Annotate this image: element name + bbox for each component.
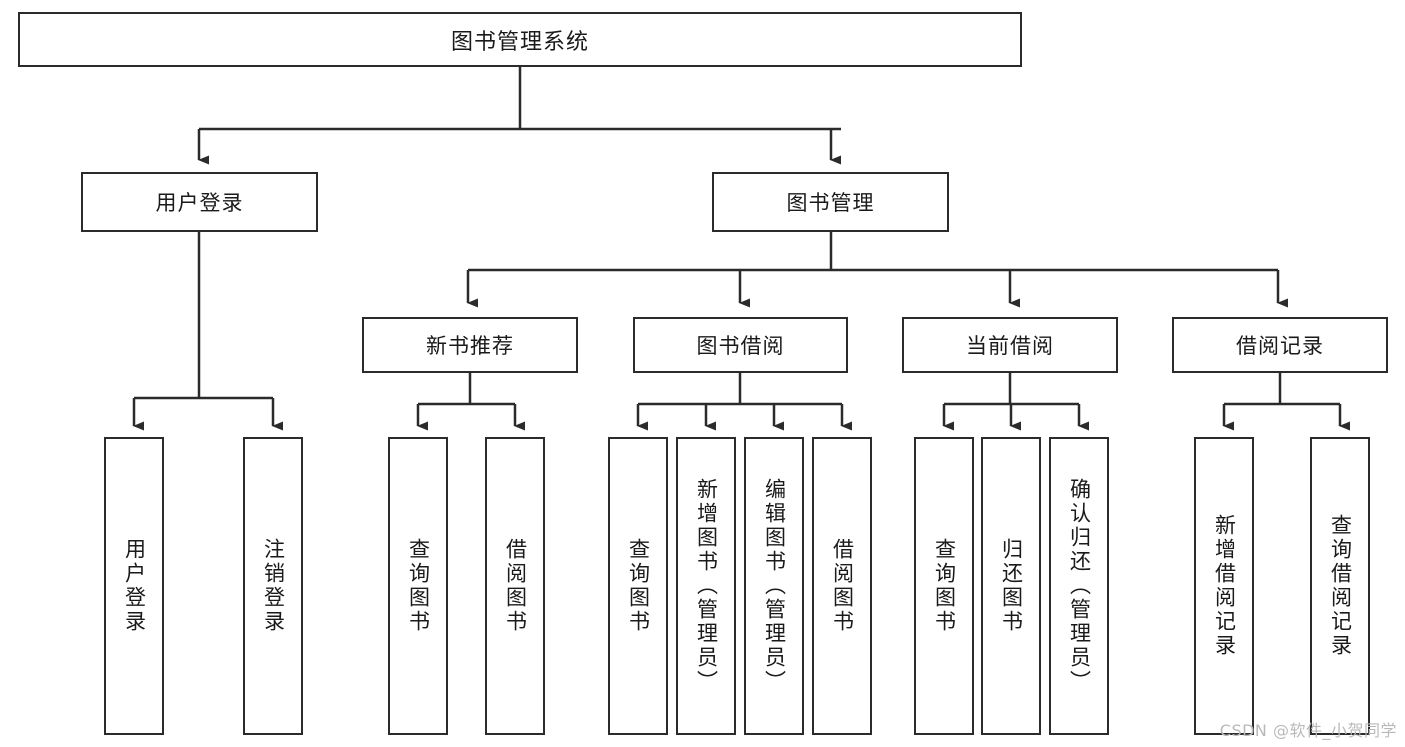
leaf-borrow-search-book[interactable]: 查询图书 xyxy=(608,437,668,735)
leaf-borrow-add-book-admin[interactable]: 新增图书（管理员） xyxy=(676,437,736,735)
node-user-login-label: 用户登录 xyxy=(155,191,244,215)
node-current-borrow-label: 当前借阅 xyxy=(966,334,1054,358)
leaf-new-book-borrow[interactable]: 借阅图书 xyxy=(485,437,545,735)
leaf-user-login-signout[interactable]: 注销登录 xyxy=(243,437,303,735)
leaf-current-confirm-return-admin-label: 确认归还（管理员） xyxy=(1067,478,1092,694)
leaf-new-book-search-label: 查询图书 xyxy=(406,538,431,634)
leaf-records-search-record-label: 查询借阅记录 xyxy=(1328,514,1353,658)
leaf-borrow-edit-book-admin-label: 编辑图书（管理员） xyxy=(762,478,787,694)
leaf-records-add-record-label: 新增借阅记录 xyxy=(1212,514,1237,658)
leaf-borrow-search-book-label: 查询图书 xyxy=(626,538,651,634)
leaf-records-add-record[interactable]: 新增借阅记录 xyxy=(1194,437,1254,735)
leaf-user-login-signin-label: 用户登录 xyxy=(122,538,147,634)
leaf-current-search-book[interactable]: 查询图书 xyxy=(914,437,974,735)
leaf-borrow-add-book-admin-label: 新增图书（管理员） xyxy=(694,478,719,694)
leaf-current-confirm-return-admin[interactable]: 确认归还（管理员） xyxy=(1049,437,1109,735)
node-book-borrow[interactable]: 图书借阅 xyxy=(633,317,848,373)
node-root-label: 图书管理系统 xyxy=(450,29,589,55)
node-current-borrow[interactable]: 当前借阅 xyxy=(902,317,1118,373)
leaf-user-login-signin[interactable]: 用户登录 xyxy=(104,437,164,735)
leaf-new-book-borrow-label: 借阅图书 xyxy=(503,538,528,634)
node-borrow-records-label: 借阅记录 xyxy=(1236,334,1324,358)
node-new-book-recommend-label: 新书推荐 xyxy=(426,334,514,358)
leaf-current-return-book[interactable]: 归还图书 xyxy=(981,437,1041,735)
leaf-current-search-book-label: 查询图书 xyxy=(932,538,957,634)
leaf-current-return-book-label: 归还图书 xyxy=(999,538,1024,634)
node-book-management-label: 图书管理 xyxy=(786,191,875,215)
node-new-book-recommend[interactable]: 新书推荐 xyxy=(362,317,578,373)
leaf-borrow-edit-book-admin[interactable]: 编辑图书（管理员） xyxy=(744,437,804,735)
leaf-borrow-borrow-book-label: 借阅图书 xyxy=(830,538,855,634)
node-book-management[interactable]: 图书管理 xyxy=(712,172,949,232)
node-root[interactable]: 图书管理系统 xyxy=(18,12,1022,67)
node-book-borrow-label: 图书借阅 xyxy=(696,334,785,358)
leaf-new-book-search[interactable]: 查询图书 xyxy=(388,437,448,735)
node-user-login[interactable]: 用户登录 xyxy=(81,172,318,232)
leaf-borrow-borrow-book[interactable]: 借阅图书 xyxy=(812,437,872,735)
node-borrow-records[interactable]: 借阅记录 xyxy=(1172,317,1388,373)
leaf-user-login-signout-label: 注销登录 xyxy=(261,538,286,634)
leaf-records-search-record[interactable]: 查询借阅记录 xyxy=(1310,437,1370,735)
